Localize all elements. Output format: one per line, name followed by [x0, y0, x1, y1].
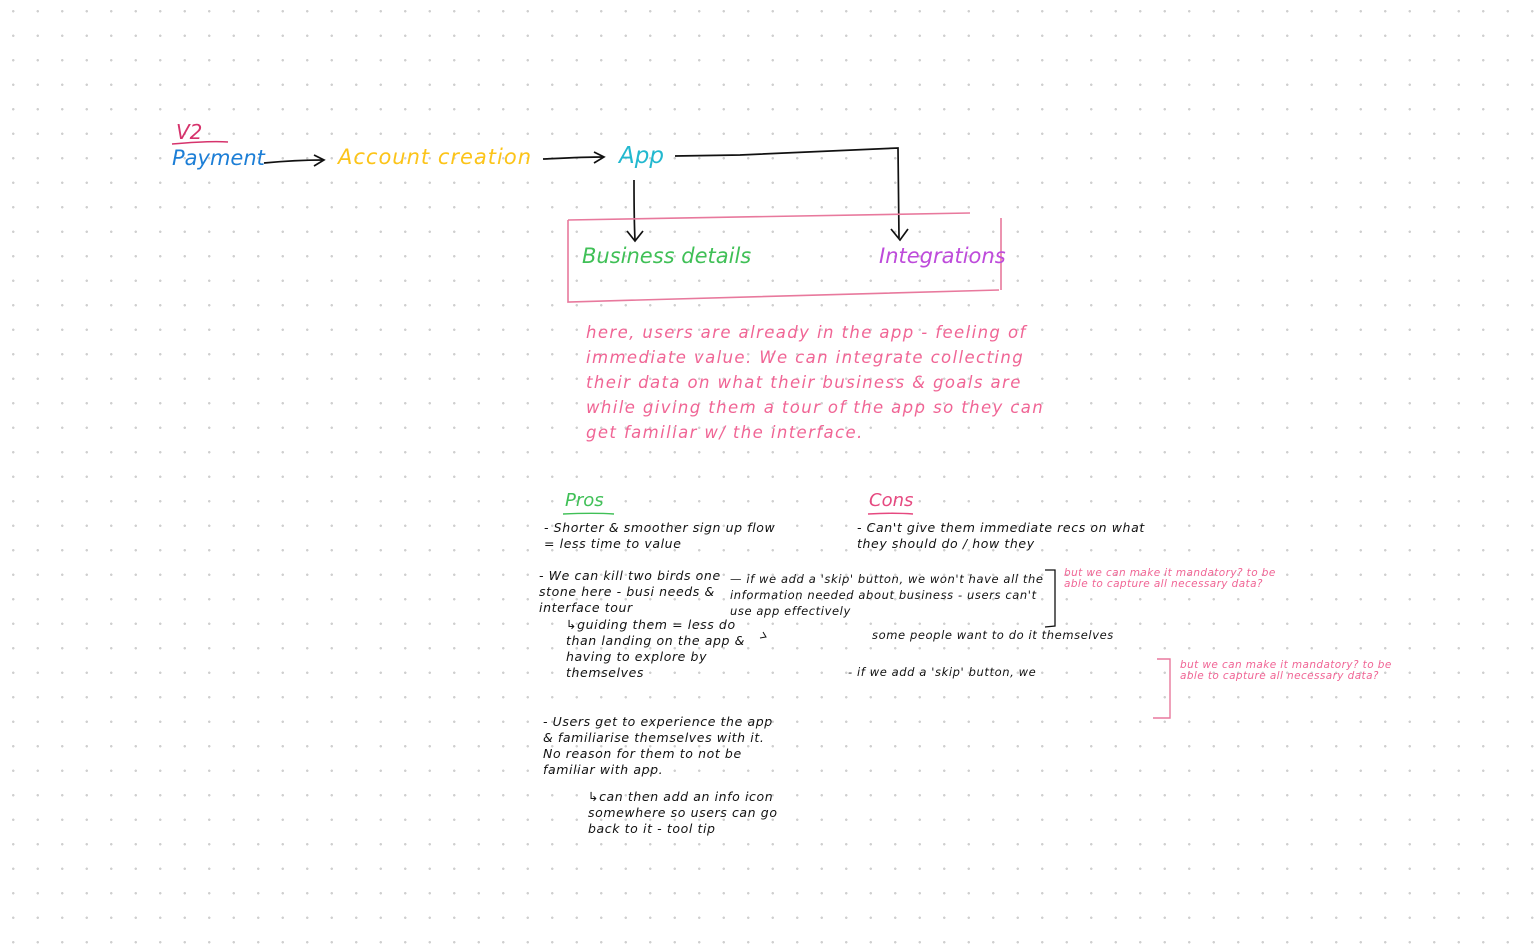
- pros-item: - Shorter & smoother sign up flow = less…: [544, 520, 776, 551]
- side-note: but we can make it mandatory? to be able…: [1064, 567, 1276, 590]
- node-business-details[interactable]: Business details: [582, 244, 752, 268]
- arrow-app-to-business-details: [626, 179, 644, 243]
- node-app[interactable]: App: [619, 143, 664, 169]
- pros-sub-item: ↳guiding them = less do than landing on …: [566, 617, 745, 680]
- side-note: but we can make it mandatory? to be able…: [1180, 659, 1392, 682]
- pros-item: - We can kill two birds one stone here -…: [539, 568, 721, 615]
- onboarding-note: here, users are already in the app - fee…: [586, 323, 1045, 442]
- cons-item: — if we add a 'skip' button, we won't ha…: [730, 572, 1044, 618]
- cons-item: - if we add a 'skip' button, we: [848, 665, 1037, 679]
- diagram-title: V2: [176, 120, 203, 144]
- pros-sub-item: ↳can then add an info icon somewhere so …: [588, 789, 778, 836]
- cons-extra-note: some people want to do it themselves: [872, 628, 1114, 642]
- arrow-app-to-integrations: [674, 147, 909, 242]
- pros-underline: [562, 512, 615, 515]
- node-integrations[interactable]: Integrations: [879, 244, 1006, 268]
- cons-heading: Cons: [869, 490, 914, 511]
- pros-item: - Users get to experience the app & fami…: [543, 714, 773, 777]
- arrow-payment-to-account: [263, 154, 326, 167]
- pros-heading: Pros: [565, 490, 604, 511]
- node-account-creation[interactable]: Account creation: [338, 145, 533, 169]
- arrow-account-to-app: [542, 151, 606, 164]
- cons-item: - Can't give them immediate recs on what…: [857, 520, 1145, 551]
- cons-underline: [867, 512, 914, 515]
- node-payment[interactable]: Payment: [172, 146, 265, 170]
- side-note-bracket: [1153, 658, 1171, 719]
